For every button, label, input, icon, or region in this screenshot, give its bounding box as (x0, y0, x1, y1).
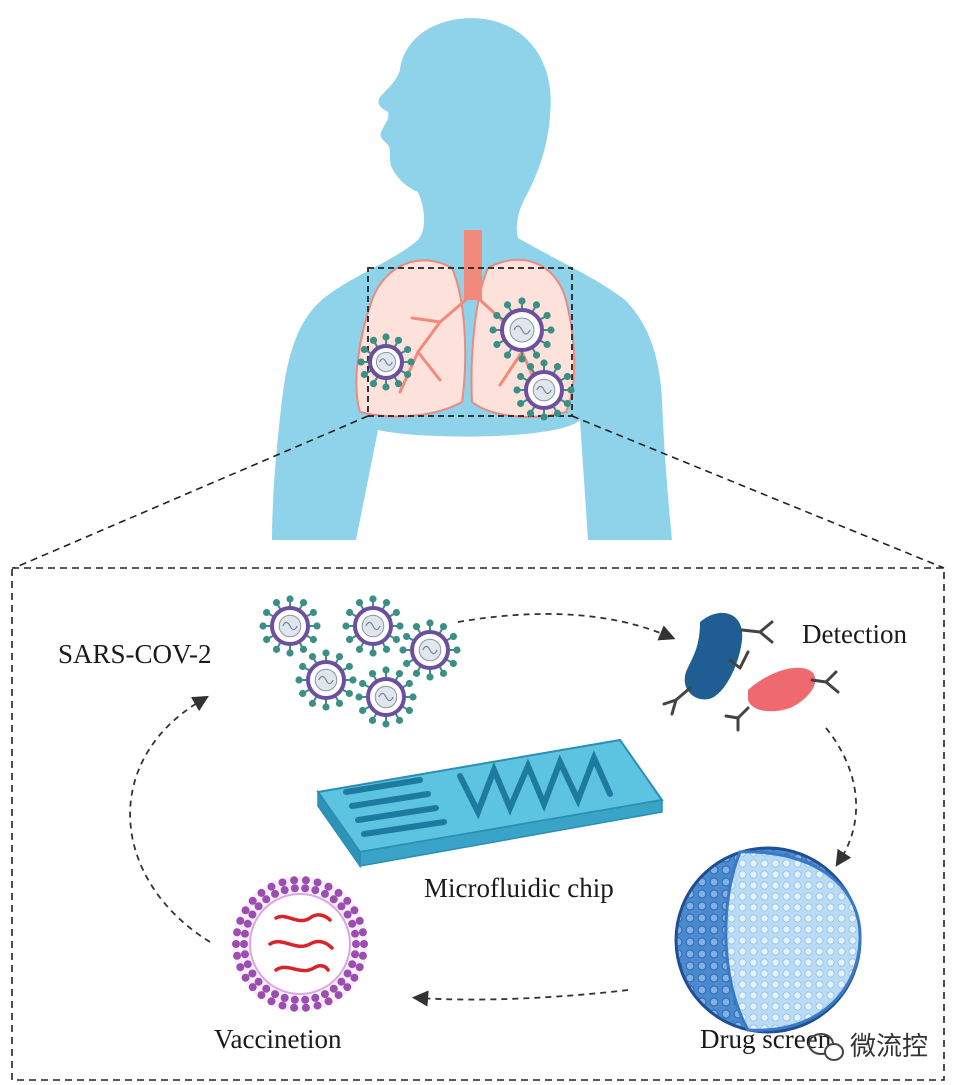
virus-particle (342, 595, 404, 657)
drug-screen-illustration (674, 846, 862, 1034)
microfluidic-chip-illustration (316, 738, 664, 869)
antibody-markers (662, 620, 840, 732)
zoom-lines (13, 415, 945, 569)
lung-viruses (357, 297, 575, 421)
virus-particle (489, 297, 555, 363)
virus-particle (357, 333, 415, 391)
antigen-blue (684, 612, 743, 700)
watermark-text: 微流控 (850, 1032, 928, 1062)
antigen-red (748, 667, 816, 712)
lipid-bilayer (232, 876, 368, 1012)
label-sars-cov-2: SARS-COV-2 (58, 639, 212, 669)
workflow-panel-border (11, 567, 945, 1081)
virus-particle (399, 619, 461, 681)
detection-illustration (662, 612, 840, 732)
virus-particle (295, 649, 357, 711)
arrow-drug-to-vaccine (411, 989, 629, 1007)
arrow-detection-to-drug (825, 727, 857, 867)
label-detection: Detection (802, 619, 907, 649)
arrow-virus-to-detection (457, 613, 676, 641)
sars-cov-2-cluster (259, 595, 461, 728)
vaccine-liposome-illustration (232, 876, 368, 1012)
arrow-vaccine-to-virus (129, 695, 211, 943)
virus-particle (259, 595, 321, 657)
chip-channels (343, 750, 613, 837)
label-vaccination: Vaccinetion (214, 1024, 342, 1054)
watermark: 微流控 (808, 1032, 928, 1062)
cycle-arrows (129, 613, 857, 1007)
virus-particle (513, 359, 575, 421)
virus-particle (355, 666, 417, 728)
mrna-strands (268, 913, 334, 973)
wechat-icon (808, 1033, 844, 1061)
trachea (464, 230, 482, 300)
label-microfluidic-chip: Microfluidic chip (424, 873, 614, 903)
zoom-region-box (367, 267, 573, 417)
